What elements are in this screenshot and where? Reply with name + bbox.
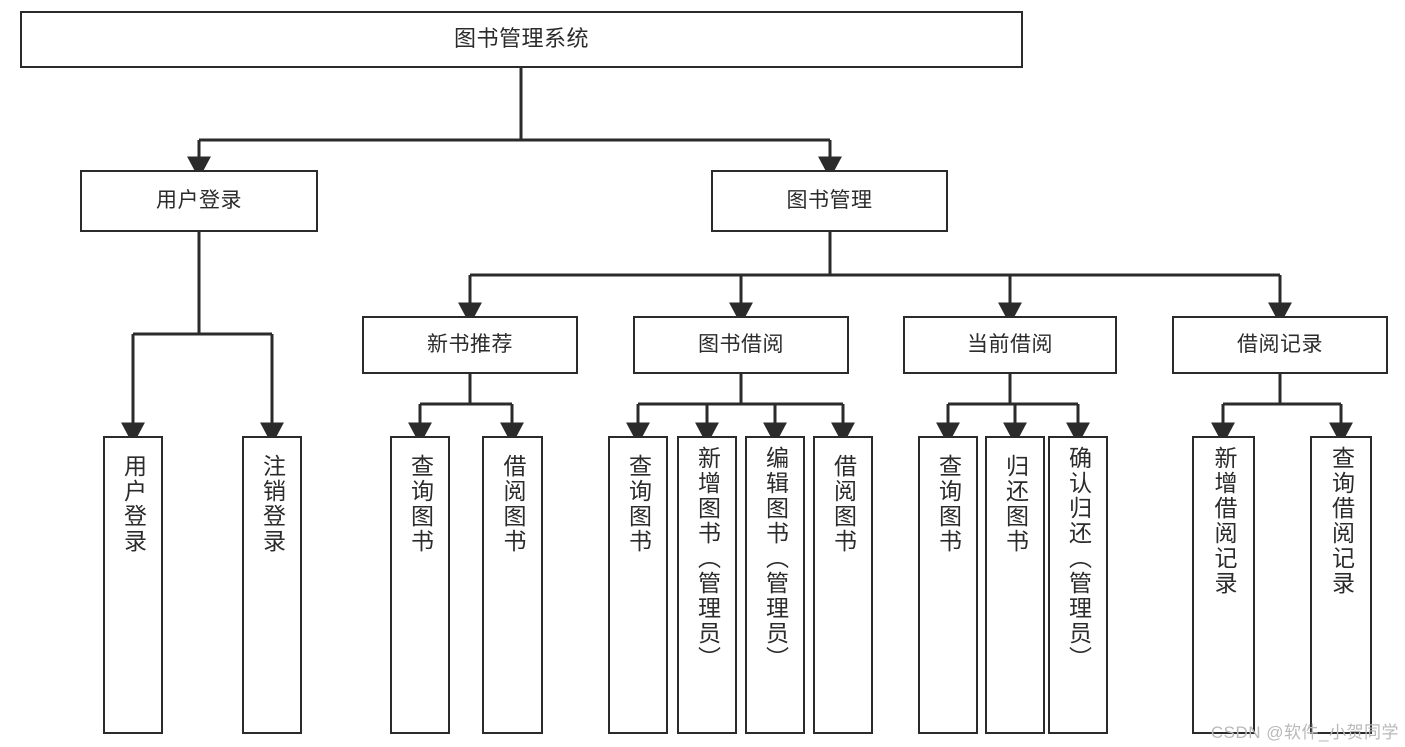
node-leaf-return-book[interactable]: 归还图书: [985, 436, 1045, 734]
node-leaf-query-book-1[interactable]: 查询图书: [390, 436, 450, 734]
node-leaf-query-record[interactable]: 查询借阅记录: [1310, 436, 1372, 734]
node-leaf-logout[interactable]: 注销登录: [242, 436, 302, 734]
node-book-manage[interactable]: 图书管理: [711, 170, 948, 232]
node-leaf-user-login[interactable]: 用户登录: [103, 436, 163, 734]
node-book-borrow[interactable]: 图书借阅: [633, 316, 849, 374]
node-leaf-query-book-3-label: 查询图书: [935, 454, 962, 554]
node-current-borrow[interactable]: 当前借阅: [903, 316, 1117, 374]
node-leaf-add-record[interactable]: 新增借阅记录: [1192, 436, 1255, 734]
node-leaf-user-login-label: 用户登录: [120, 454, 147, 554]
node-leaf-query-book-1-label: 查询图书: [407, 454, 434, 554]
node-leaf-borrow-book-2[interactable]: 借阅图书: [813, 436, 873, 734]
node-leaf-query-book-2[interactable]: 查询图书: [608, 436, 668, 734]
node-root-label: 图书管理系统: [453, 26, 589, 52]
node-user-login[interactable]: 用户登录: [80, 170, 318, 232]
node-leaf-query-book-3[interactable]: 查询图书: [918, 436, 978, 734]
node-leaf-add-book[interactable]: 新增图书（管理员）: [677, 436, 737, 734]
node-leaf-logout-label: 注销登录: [259, 454, 286, 554]
node-leaf-return-book-label: 归还图书: [1002, 454, 1029, 554]
node-leaf-add-book-label: 新增图书（管理员）: [694, 446, 721, 671]
node-borrow-record[interactable]: 借阅记录: [1172, 316, 1388, 374]
node-leaf-confirm-return[interactable]: 确认归还（管理员）: [1048, 436, 1108, 734]
node-book-borrow-label: 图书借阅: [698, 333, 784, 357]
node-leaf-confirm-return-label: 确认归还（管理员）: [1065, 446, 1092, 671]
node-leaf-borrow-book-1-label: 借阅图书: [500, 454, 526, 554]
csdn-watermark: CSDN @软件_小贺同学: [1210, 723, 1399, 742]
node-leaf-query-record-label: 查询借阅记录: [1328, 446, 1355, 596]
node-user-login-label: 用户登录: [156, 189, 242, 213]
node-leaf-borrow-book-2-label: 借阅图书: [830, 454, 857, 554]
node-borrow-record-label: 借阅记录: [1237, 333, 1323, 357]
node-current-borrow-label: 当前借阅: [967, 333, 1053, 357]
node-leaf-edit-book[interactable]: 编辑图书（管理员）: [745, 436, 805, 734]
node-new-book-rec-label: 新书推荐: [427, 333, 513, 357]
node-leaf-add-record-label: 新增借阅记录: [1211, 446, 1237, 596]
node-book-manage-label: 图书管理: [786, 189, 873, 213]
node-leaf-query-book-2-label: 查询图书: [625, 454, 652, 554]
node-root[interactable]: 图书管理系统: [20, 11, 1023, 68]
node-leaf-borrow-book-1[interactable]: 借阅图书: [482, 436, 543, 734]
node-leaf-edit-book-label: 编辑图书（管理员）: [762, 446, 789, 671]
node-new-book-rec[interactable]: 新书推荐: [362, 316, 578, 374]
